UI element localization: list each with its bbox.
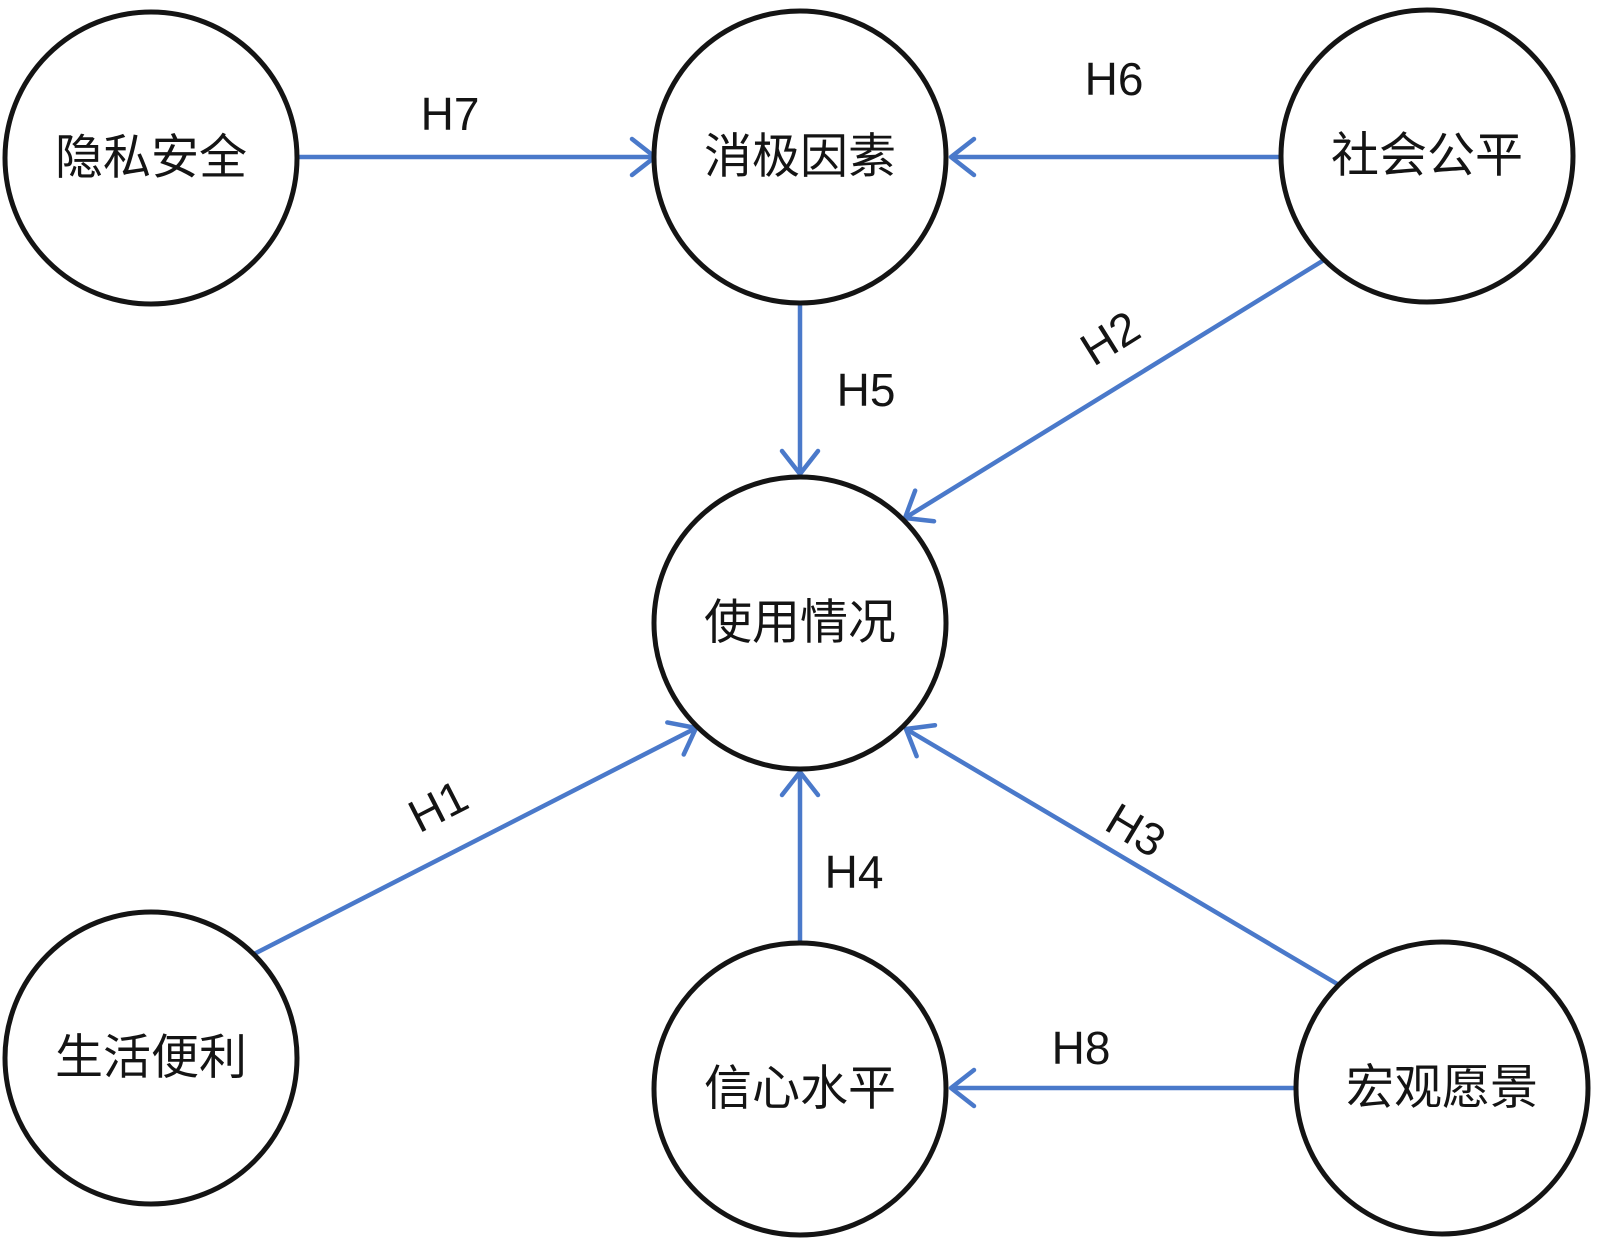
node-label-usage: 使用情况: [704, 597, 896, 650]
edge-label-h7: H7: [421, 88, 480, 140]
node-label-confidence-level: 信心水平: [704, 1063, 896, 1116]
node-circle-social-fairness: [1278, 7, 1576, 305]
edge-label-h3: H3: [1097, 793, 1174, 868]
node-circle-privacy-security: [2, 9, 300, 307]
node-circle-negative-factors: [651, 8, 949, 306]
edge-label-h5: H5: [837, 364, 896, 416]
node-usage: 使用情况: [651, 474, 949, 772]
node-privacy-security: 隐私安全: [2, 9, 300, 307]
node-label-life-convenience: 生活便利: [55, 1032, 247, 1085]
node-macro-vision: 宏观愿景: [1293, 939, 1591, 1237]
edge-label-h8: H8: [1052, 1022, 1111, 1074]
edge-h2-arrow: [902, 258, 1326, 524]
node-label-social-fairness: 社会公平: [1331, 130, 1523, 183]
node-label-negative-factors: 消极因素: [704, 131, 896, 184]
node-circle-life-convenience: [2, 909, 300, 1207]
node-confidence-level: 信心水平: [651, 940, 949, 1238]
node-circle-usage: [651, 474, 949, 772]
edge-label-h2: H2: [1071, 300, 1148, 375]
node-circle-confidence-level: [651, 940, 949, 1238]
edge-h3-arrow: [903, 722, 1341, 987]
node-negative-factors: 消极因素: [651, 8, 949, 306]
edge-label-h4: H4: [825, 846, 884, 898]
edge-label-h6: H6: [1085, 53, 1144, 105]
edge-label-h1: H1: [400, 769, 476, 842]
node-life-convenience: 生活便利: [2, 909, 300, 1207]
node-social-fairness: 社会公平: [1278, 7, 1576, 305]
node-circle-macro-vision: [1293, 939, 1591, 1237]
node-label-macro-vision: 宏观愿景: [1346, 1062, 1538, 1115]
edge-h1-arrow: [252, 720, 699, 957]
node-label-privacy-security: 隐私安全: [55, 132, 247, 185]
